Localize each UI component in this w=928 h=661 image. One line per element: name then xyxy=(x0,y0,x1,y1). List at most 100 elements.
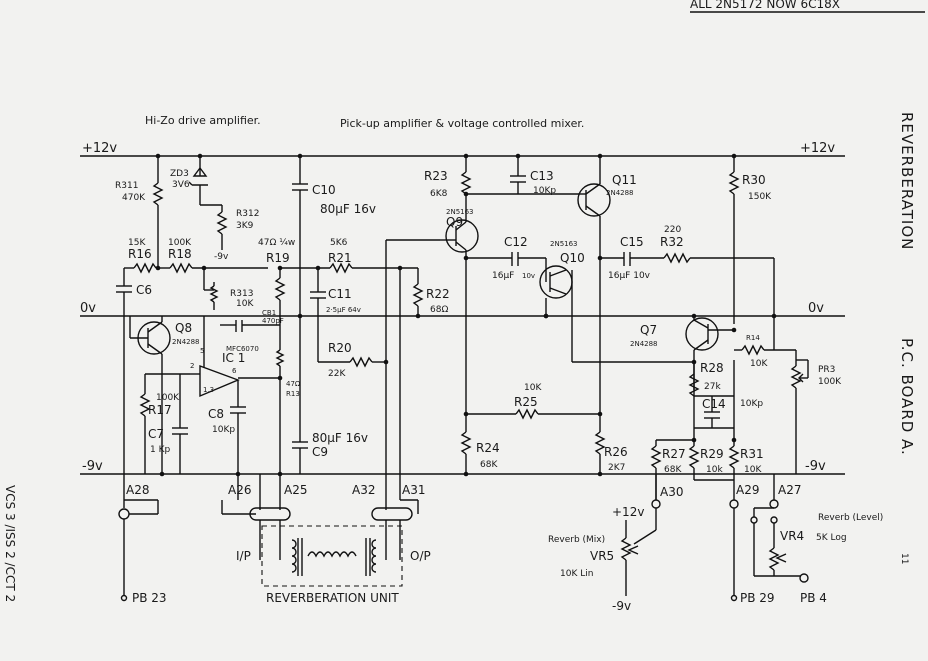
svg-text:R24: R24 xyxy=(476,441,500,455)
svg-text:R311: R311 xyxy=(115,181,138,191)
resistor-r21: 5K6 R21 xyxy=(280,238,418,274)
svg-text:6K8: 6K8 xyxy=(430,189,448,199)
potentiometer-vr4: Reverb (Level) VR4 5K Log xyxy=(753,513,883,583)
capacitor-c8: C8 10Kp xyxy=(208,380,246,474)
svg-text:10Kp: 10Kp xyxy=(212,425,235,435)
svg-text:A31: A31 xyxy=(402,483,425,497)
svg-text:3K9: 3K9 xyxy=(236,221,254,231)
svg-text:1,3: 1,3 xyxy=(203,386,214,394)
svg-text:R27: R27 xyxy=(662,447,686,461)
svg-text:2N4288: 2N4288 xyxy=(172,338,200,346)
hi-zo-title: Hi-Zo drive amplifier. xyxy=(145,114,261,127)
svg-text:A32: A32 xyxy=(352,483,375,497)
capacitor-c11: C11 2·5μF 64v xyxy=(310,268,361,362)
svg-text:R30: R30 xyxy=(742,173,766,187)
resistor-r20: R20 22K xyxy=(318,341,386,379)
svg-text:68Ω: 68Ω xyxy=(430,305,448,315)
resistor-r26: R26 2K7 xyxy=(594,431,628,474)
resistor-r19: 47Ω ¼w R19 xyxy=(258,238,295,350)
resistor-r22: R22 68Ω xyxy=(412,268,450,316)
svg-text:10Kp: 10Kp xyxy=(533,186,556,196)
resistor-r16: 15K R16 xyxy=(124,238,170,274)
svg-text:R18: R18 xyxy=(168,247,192,261)
svg-text:5K6: 5K6 xyxy=(330,238,348,248)
resistor-r23: R23 6K8 xyxy=(424,156,472,222)
resistor-r24: R24 68K xyxy=(460,431,500,474)
svg-text:R29: R29 xyxy=(700,447,724,461)
capacitor-c6: C6 xyxy=(116,268,152,316)
svg-text:470K: 470K xyxy=(122,193,146,203)
svg-text:R31: R31 xyxy=(740,447,764,461)
opamp-ic1: IC 1 5 2 6 1,3 xyxy=(190,316,280,398)
svg-text:Q8: Q8 xyxy=(175,321,192,335)
resistor-r312: R312 3K9 -9v xyxy=(214,205,259,262)
svg-text:R16: R16 xyxy=(128,247,152,261)
svg-text:A27: A27 xyxy=(778,483,801,497)
svg-text:O/P: O/P xyxy=(410,549,431,563)
svg-text:R20: R20 xyxy=(328,341,352,355)
svg-text:C12: C12 xyxy=(504,235,528,249)
pickup-title: Pick-up amplifier & voltage controlled m… xyxy=(340,117,584,130)
svg-text:A25: A25 xyxy=(284,483,307,497)
svg-text:Q7: Q7 xyxy=(640,323,657,337)
resistor-r17: 100K R17 xyxy=(139,373,190,474)
svg-text:IC 1: IC 1 xyxy=(222,351,245,365)
resistor-r14: R14 10K xyxy=(734,334,796,369)
svg-text:10K Lin: 10K Lin xyxy=(560,569,593,579)
connector-a29: A29 PB 29 xyxy=(729,483,775,605)
svg-text:Q9: Q9 xyxy=(446,215,463,229)
svg-text:C13: C13 xyxy=(530,169,554,183)
svg-text:5: 5 xyxy=(200,347,204,355)
svg-text:2N4288: 2N4288 xyxy=(606,189,634,197)
connector-a28: A28 PB 23 xyxy=(118,483,167,605)
svg-text:C15: C15 xyxy=(620,235,644,249)
svg-text:27k: 27k xyxy=(704,382,721,392)
transistor-q7: Q7 2N4288 xyxy=(630,316,734,440)
transistor-q9: 2N5163 Q9 xyxy=(440,208,479,432)
svg-text:I/P: I/P xyxy=(236,549,251,563)
capacitor-c10: C10 80μF 16v xyxy=(292,156,376,316)
svg-text:C14: C14 xyxy=(702,397,726,411)
capacitor-c15: C15 16μF 10v xyxy=(600,235,664,281)
svg-text:10K: 10K xyxy=(744,465,762,475)
resistor-r29: R29 10k xyxy=(688,440,734,481)
resistor-r32: 220 R32 xyxy=(660,225,774,264)
rail-negative: -9v -9v xyxy=(80,459,845,475)
resistor-r313: R313 10K xyxy=(203,268,254,310)
rail-neg-right: -9v xyxy=(805,459,826,474)
rail-pos-right: +12v xyxy=(800,141,835,156)
svg-text:R32: R32 xyxy=(660,235,684,249)
svg-text:100K: 100K xyxy=(818,377,842,387)
svg-text:220: 220 xyxy=(664,225,681,235)
resistor-r28: R28 27k xyxy=(688,361,724,397)
svg-text:22K: 22K xyxy=(328,369,346,379)
svg-text:2N5163: 2N5163 xyxy=(446,208,474,216)
svg-text:6: 6 xyxy=(232,367,237,375)
capacitor-c14: C14 10Kp xyxy=(694,395,763,429)
svg-text:R313: R313 xyxy=(230,289,253,299)
rail-zero-right: 0v xyxy=(808,301,824,316)
svg-text:1 Kp: 1 Kp xyxy=(150,445,170,455)
resistor-r31: R31 10K xyxy=(728,440,764,500)
resistor-r311: R311 470K xyxy=(115,156,164,268)
svg-text:PR3: PR3 xyxy=(818,365,835,375)
svg-text:15K: 15K xyxy=(128,238,146,248)
svg-text:2N4288: 2N4288 xyxy=(630,340,658,348)
svg-text:+12v: +12v xyxy=(612,505,644,519)
svg-text:A26: A26 xyxy=(228,483,251,497)
svg-text:A28: A28 xyxy=(126,483,149,497)
svg-text:47Ω: 47Ω xyxy=(286,380,301,388)
svg-text:3V6: 3V6 xyxy=(172,180,190,190)
transistor-q10: 2N5163 Q10 xyxy=(539,240,585,316)
svg-text:C7: C7 xyxy=(148,427,164,441)
svg-text:Q11: Q11 xyxy=(612,173,637,187)
svg-text:R19: R19 xyxy=(266,251,290,265)
svg-text:ZD3: ZD3 xyxy=(170,169,189,179)
svg-text:R28: R28 xyxy=(700,361,724,375)
svg-text:R22: R22 xyxy=(426,287,450,301)
svg-text:PB 23: PB 23 xyxy=(132,591,167,605)
side-page-number: 11 xyxy=(899,553,909,564)
potentiometer-vr5: +12v -9v Reverb (Mix) VR5 10K Lin xyxy=(548,505,644,613)
connector-a30: A30 xyxy=(633,474,683,545)
